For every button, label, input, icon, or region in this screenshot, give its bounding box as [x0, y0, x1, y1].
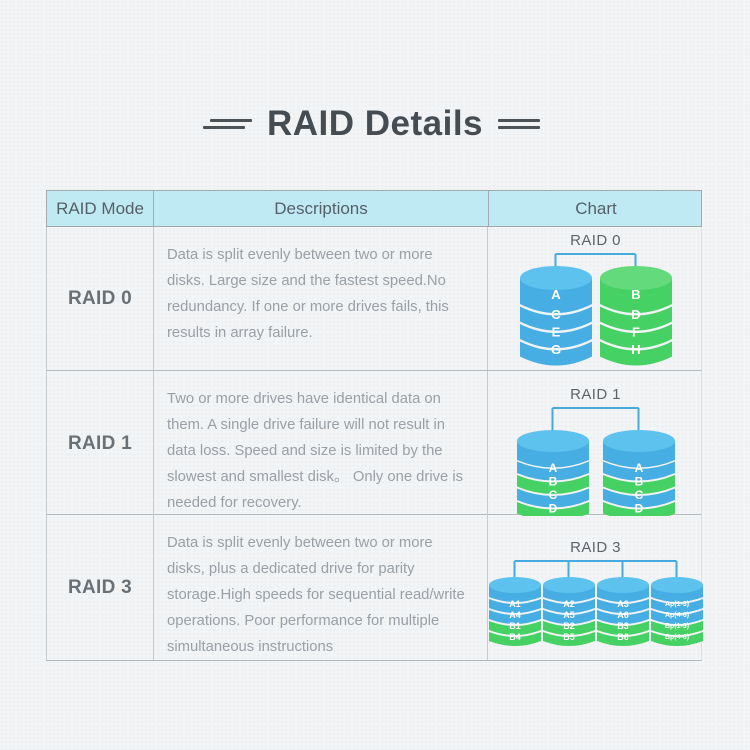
raid-mode-cell: RAID 1	[67, 432, 133, 454]
svg-text:A: A	[548, 461, 557, 475]
svg-text:D: D	[634, 501, 643, 515]
svg-text:A5: A5	[563, 610, 575, 620]
svg-text:B: B	[634, 474, 643, 488]
header-descriptions: Descriptions	[153, 191, 488, 226]
svg-text:A: A	[634, 461, 643, 475]
table-row: RAID 0 Data is split evenly between two …	[46, 227, 702, 371]
svg-text:B3: B3	[617, 621, 629, 631]
table-row: RAID 1 Two or more drives have identical…	[46, 371, 703, 516]
svg-text:A2: A2	[563, 599, 575, 609]
connector-lines	[554, 253, 637, 267]
svg-text:D: D	[548, 501, 557, 515]
connector-lines	[551, 407, 640, 431]
svg-text:E: E	[551, 324, 560, 339]
svg-text:B: B	[548, 474, 557, 488]
svg-text:C: C	[634, 488, 643, 502]
svg-text:B: B	[631, 287, 640, 302]
svg-text:B1: B1	[509, 621, 521, 631]
svg-text:F: F	[632, 324, 640, 339]
svg-text:B2: B2	[563, 621, 575, 631]
raid-table: RAID Mode Descriptions Chart RAID 0 Data…	[46, 190, 703, 661]
svg-text:A4: A4	[509, 610, 521, 620]
disk-connector	[488, 407, 703, 431]
svg-text:A: A	[551, 287, 561, 302]
svg-text:C: C	[551, 307, 561, 322]
svg-text:B5: B5	[563, 632, 575, 642]
title-decor-right-icon	[498, 115, 547, 133]
chart-title: RAID 3	[570, 539, 621, 556]
svg-text:Ap(1-3): Ap(1-3)	[664, 601, 688, 608]
svg-text:D: D	[631, 307, 640, 322]
table-body: RAID 0 Data is split evenly between two …	[46, 227, 703, 661]
svg-text:Ap(4-6): Ap(4-6)	[664, 612, 688, 619]
header-raid-mode: RAID Mode	[56, 198, 144, 218]
page-title-block: RAID Details	[0, 0, 750, 144]
svg-text:A3: A3	[617, 599, 629, 609]
svg-text:A6: A6	[617, 610, 629, 620]
header-chart: Chart	[488, 191, 703, 226]
svg-text:B4: B4	[509, 632, 521, 642]
disk: Ap(1-3) Ap(4-6) Bp(1-3) Bp(4-6)	[650, 577, 703, 646]
page-title: RAID Details	[266, 104, 484, 143]
description-cell: Data is split evenly between two or more…	[153, 515, 488, 660]
connector-lines	[513, 560, 678, 578]
svg-text:G: G	[550, 342, 560, 357]
description-cell: Two or more drives have identical data o…	[153, 371, 488, 516]
svg-text:H: H	[631, 342, 640, 357]
svg-text:A1: A1	[509, 599, 521, 609]
svg-text:Bp(1-3): Bp(1-3)	[664, 623, 688, 630]
svg-text:B6: B6	[617, 632, 629, 642]
chart-title: RAID 0	[570, 232, 621, 249]
svg-text:C: C	[548, 488, 557, 502]
description-cell: Data is split evenly between two or more…	[153, 227, 488, 370]
disk-connector	[488, 253, 703, 267]
table-header: RAID Mode Descriptions Chart	[46, 190, 702, 227]
raid-mode-cell: RAID 3	[67, 576, 133, 598]
disk-connector	[488, 560, 703, 578]
title-decor-left-icon	[202, 115, 252, 133]
svg-text:Bp(4-6): Bp(4-6)	[664, 634, 688, 641]
raid-mode-cell: RAID 0	[67, 287, 133, 309]
table-row: RAID 3 Data is split evenly between two …	[46, 515, 703, 661]
chart-title: RAID 1	[570, 386, 621, 403]
